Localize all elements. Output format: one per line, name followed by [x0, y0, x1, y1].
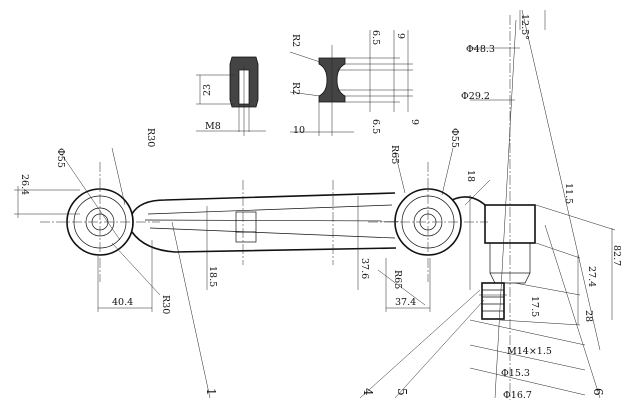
dim-82-7: 82.7 — [611, 245, 622, 266]
dim-r65-bottom: R65 — [392, 270, 403, 289]
dim-phi55-left: Φ55 — [55, 148, 66, 168]
section-view-right — [289, 30, 413, 136]
dim-18-5: 18.5 — [207, 266, 218, 287]
dim-phi48-3: Φ48.3 — [466, 44, 495, 55]
dim-m8: M8 — [205, 121, 221, 132]
dim-26-4: 26.4 — [19, 174, 30, 195]
dim-37-4: 37.4 — [395, 297, 416, 308]
center-lines — [40, 9, 601, 400]
dim-37-6: 37.6 — [359, 258, 370, 279]
section-view-left — [196, 56, 266, 136]
dim-m14: M14×1.5 — [507, 346, 552, 357]
dim-r65-top: R65 — [389, 145, 400, 164]
dim-28: 28 — [583, 310, 594, 322]
dim-23: 23 — [202, 84, 213, 96]
dim-17-5: 17.5 — [529, 296, 540, 317]
dimension-lines — [14, 10, 616, 399]
dim-phi16-7: Φ16.7 — [503, 390, 532, 401]
dimension-labels: M8 23 R2 R2 6.5 6.5 9 9 10 12.5° Φ48.3 Φ… — [19, 14, 622, 401]
dim-9-bottom: 9 — [409, 119, 420, 125]
part-references: 1 4 5 6 — [204, 388, 605, 396]
dim-6-5-bottom: 6.5 — [370, 119, 381, 134]
part-ref-5: 5 — [395, 388, 409, 396]
dim-r2-top: R2 — [290, 34, 301, 47]
dim-9-top: 9 — [395, 33, 406, 39]
dim-angle: 12.5° — [519, 14, 530, 40]
dim-phi55-right: Φ55 — [449, 128, 460, 148]
part-ref-6: 6 — [591, 388, 605, 396]
dim-phi29-2: Φ29.2 — [461, 91, 490, 102]
part-ref-4: 4 — [361, 388, 375, 396]
dim-27-4: 27.4 — [586, 266, 597, 287]
dim-11-5: 11.5 — [563, 183, 574, 204]
dim-6-5-top: 6.5 — [370, 30, 381, 45]
dim-10: 10 — [293, 125, 305, 136]
dim-r2-bottom: R2 — [290, 82, 301, 95]
dim-r30-top: R30 — [145, 128, 156, 147]
part-ref-1: 1 — [204, 388, 218, 396]
dim-40-4: 40.4 — [112, 297, 133, 308]
dim-r30-bottom: R30 — [160, 295, 171, 314]
control-arm — [66, 188, 536, 320]
dim-phi15-3: Φ15.3 — [501, 368, 530, 379]
dim-18: 18 — [465, 170, 476, 182]
